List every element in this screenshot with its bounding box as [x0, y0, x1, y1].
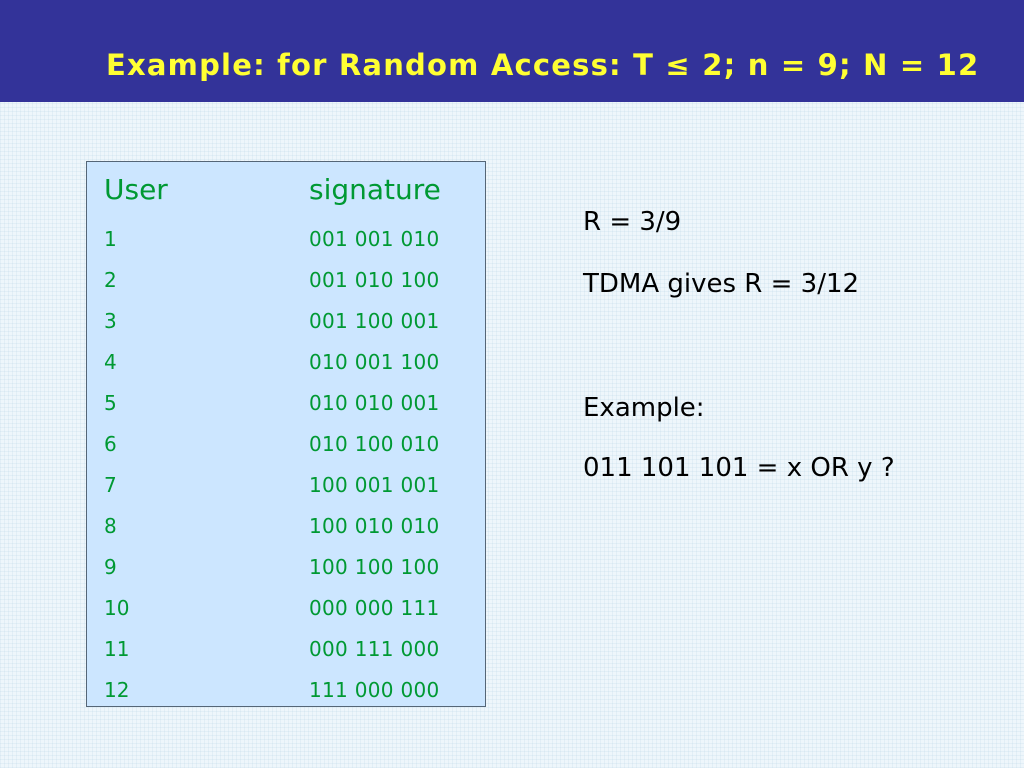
table-row: 2 001 010 100 — [0, 268, 486, 298]
table-row: 8 100 010 010 — [0, 514, 486, 544]
user-signature: 100 001 001 — [309, 473, 440, 497]
table-row: 3 001 100 001 — [0, 309, 486, 339]
user-id: 9 — [104, 555, 117, 579]
title-bar: Example: for Random Access: T ≤ 2; n = 9… — [0, 0, 1024, 102]
user-signature: 100 100 100 — [309, 555, 440, 579]
example-expression: 011 101 101 = x OR y ? — [583, 453, 895, 483]
table-row: 5 010 010 001 — [0, 391, 486, 421]
user-signature: 000 111 000 — [309, 637, 440, 661]
user-signature: 010 010 001 — [309, 391, 440, 415]
user-id: 1 — [104, 227, 117, 251]
user-id: 7 — [104, 473, 117, 497]
user-id: 3 — [104, 309, 117, 333]
user-id: 8 — [104, 514, 117, 538]
user-signature: 010 100 010 — [309, 432, 440, 456]
user-signature: 100 010 010 — [309, 514, 440, 538]
table-row: 7 100 001 001 — [0, 473, 486, 503]
user-signature: 001 001 010 — [309, 227, 440, 251]
user-signature: 000 000 111 — [309, 596, 440, 620]
user-signature: 010 001 100 — [309, 350, 440, 374]
table-row: 9 100 100 100 — [0, 555, 486, 585]
table-row: 6 010 100 010 — [0, 432, 486, 462]
user-signature: 111 000 000 — [309, 678, 440, 702]
user-id: 11 — [104, 637, 130, 661]
table-row: 4 010 001 100 — [0, 350, 486, 380]
user-id: 2 — [104, 268, 117, 292]
user-id: 5 — [104, 391, 117, 415]
table-header-signature: signature — [309, 173, 441, 206]
rate-text: R = 3/9 — [583, 207, 682, 237]
tdma-rate-text: TDMA gives R = 3/12 — [583, 269, 860, 299]
user-id: 4 — [104, 350, 117, 374]
table-header-user: User — [104, 173, 168, 206]
user-id: 6 — [104, 432, 117, 456]
table-row: 11 000 111 000 — [0, 637, 486, 667]
table-row: 10 000 000 111 — [0, 596, 486, 626]
table-row: 12 111 000 000 — [0, 678, 486, 708]
user-signature: 001 100 001 — [309, 309, 440, 333]
slide-title: Example: for Random Access: T ≤ 2; n = 9… — [106, 48, 980, 82]
user-signature: 001 010 100 — [309, 268, 440, 292]
table-row: 1 001 001 010 — [0, 227, 486, 257]
example-label: Example: — [583, 393, 705, 423]
signature-table — [86, 161, 486, 707]
user-id: 10 — [104, 596, 130, 620]
user-id: 12 — [104, 678, 130, 702]
